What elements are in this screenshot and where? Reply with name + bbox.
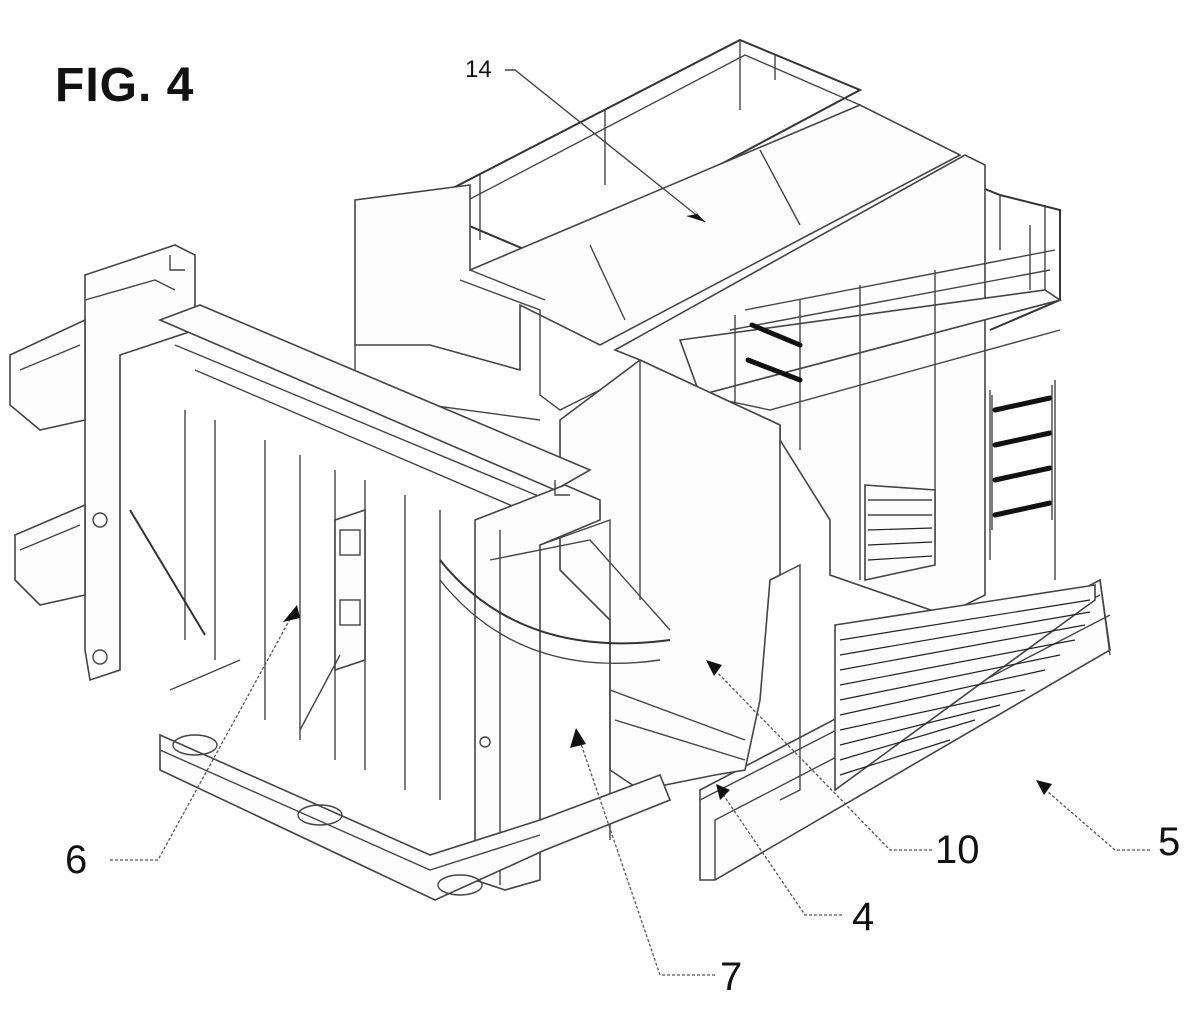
label-5: 5	[1158, 820, 1180, 865]
label-7: 7	[720, 955, 742, 1000]
label-4: 4	[852, 895, 874, 940]
label-10: 10	[935, 828, 980, 873]
label-6: 6	[65, 838, 87, 883]
label-14: 14	[465, 56, 492, 84]
central-hood	[560, 360, 800, 800]
